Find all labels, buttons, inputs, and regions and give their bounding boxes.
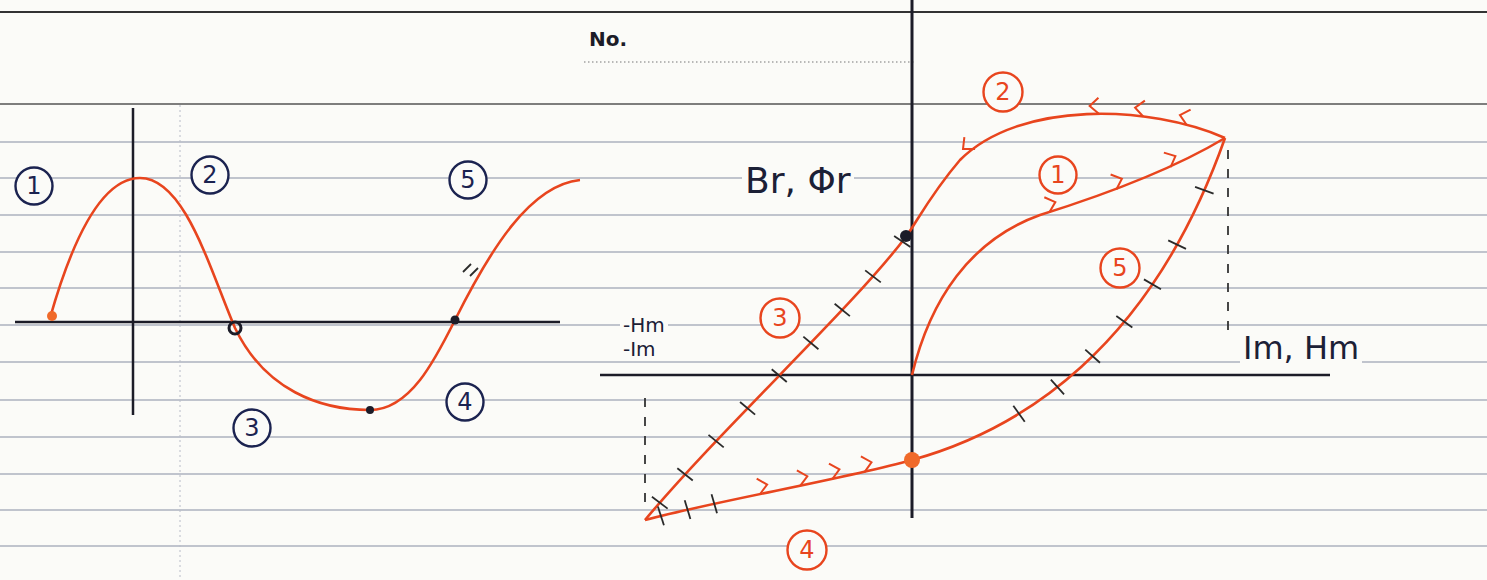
hatch-tick — [1168, 235, 1186, 254]
start-dot — [47, 311, 57, 321]
callout-circle: 2 — [190, 155, 230, 195]
initial-magnetization-curve — [912, 138, 1225, 375]
direction-arrow — [797, 468, 809, 486]
hatch-tick — [677, 465, 692, 485]
direction-arrow — [1089, 98, 1098, 114]
axis-label: No. — [586, 28, 630, 51]
callout-number: 1 — [14, 166, 54, 206]
callout-circle: 5 — [1099, 247, 1141, 289]
header-rule — [0, 11, 1487, 13]
tick-marks — [463, 264, 478, 276]
callout-number: 2 — [982, 71, 1024, 113]
hatch-tick — [894, 232, 910, 252]
direction-arrow — [829, 462, 841, 480]
hatch-tick — [740, 398, 755, 418]
hatch-tick — [772, 366, 787, 386]
axis-label: -Hm — [620, 314, 668, 337]
hatch-tick — [656, 507, 666, 526]
direction-arrow — [757, 477, 769, 494]
hatch-tick — [1195, 181, 1214, 199]
margin-line — [180, 105, 181, 580]
number-dotted-line — [584, 61, 915, 62]
callout-circle: 4 — [445, 382, 485, 422]
callout-number: 2 — [190, 155, 230, 195]
zero-crossing-dot — [229, 322, 241, 334]
upper-branch — [645, 114, 1225, 520]
callout-circle: 3 — [232, 408, 272, 448]
amplitude-axis — [132, 108, 135, 415]
callout-number: 1 — [1038, 155, 1078, 195]
direction-arrow — [1178, 107, 1191, 125]
h-axis — [600, 374, 1330, 377]
hatch-tick — [865, 267, 881, 287]
callout-number: 5 — [448, 160, 488, 200]
callout-circle: 4 — [786, 529, 828, 571]
hatch-tick — [682, 500, 692, 519]
path-marks — [652, 98, 1214, 526]
hatch-tick — [1144, 275, 1161, 294]
callout-number: 4 — [445, 382, 485, 422]
sine-wave — [50, 178, 580, 410]
callout-circle: 2 — [982, 71, 1024, 113]
direction-arrow — [1044, 195, 1057, 213]
rising-branch — [912, 138, 1225, 460]
direction-arrow — [1164, 149, 1179, 167]
lower-branch — [645, 460, 912, 520]
axis-label: -Im — [620, 338, 659, 361]
hatch-tick — [1116, 312, 1132, 332]
hatch-tick — [1051, 377, 1064, 397]
callout-number: 3 — [759, 297, 801, 339]
zero-crossing-dot — [451, 316, 460, 325]
negative-remanence-dot — [904, 452, 920, 468]
hatch-tick — [1085, 346, 1100, 366]
hatch-tick — [709, 494, 719, 513]
hatch-tick — [709, 431, 724, 451]
b-axis — [911, 0, 914, 518]
callout-circle: 1 — [14, 166, 54, 206]
axis-label: Br, Φr — [742, 160, 854, 201]
callout-number: 3 — [232, 408, 272, 448]
callout-circle: 1 — [1038, 155, 1078, 195]
trough-dot — [366, 406, 374, 414]
direction-arrow — [861, 454, 873, 472]
hatch-tick — [803, 333, 818, 353]
callout-circle: 5 — [448, 160, 488, 200]
minus-hm-dashed-line — [644, 398, 646, 512]
direction-arrow — [1111, 171, 1125, 189]
callout-circle: 3 — [759, 297, 801, 339]
time-axis — [15, 321, 560, 324]
header-rule — [0, 103, 1487, 105]
direction-arrow — [958, 137, 975, 155]
hm-dashed-line — [1227, 150, 1229, 330]
callout-number: 4 — [786, 529, 828, 571]
ruled-lines — [0, 142, 1487, 546]
hatch-tick — [1013, 404, 1024, 423]
callout-number: 5 — [1099, 247, 1141, 289]
direction-arrow — [1134, 100, 1145, 117]
axis-label: Im, Hm — [1240, 330, 1362, 367]
hatch-tick — [835, 300, 850, 320]
